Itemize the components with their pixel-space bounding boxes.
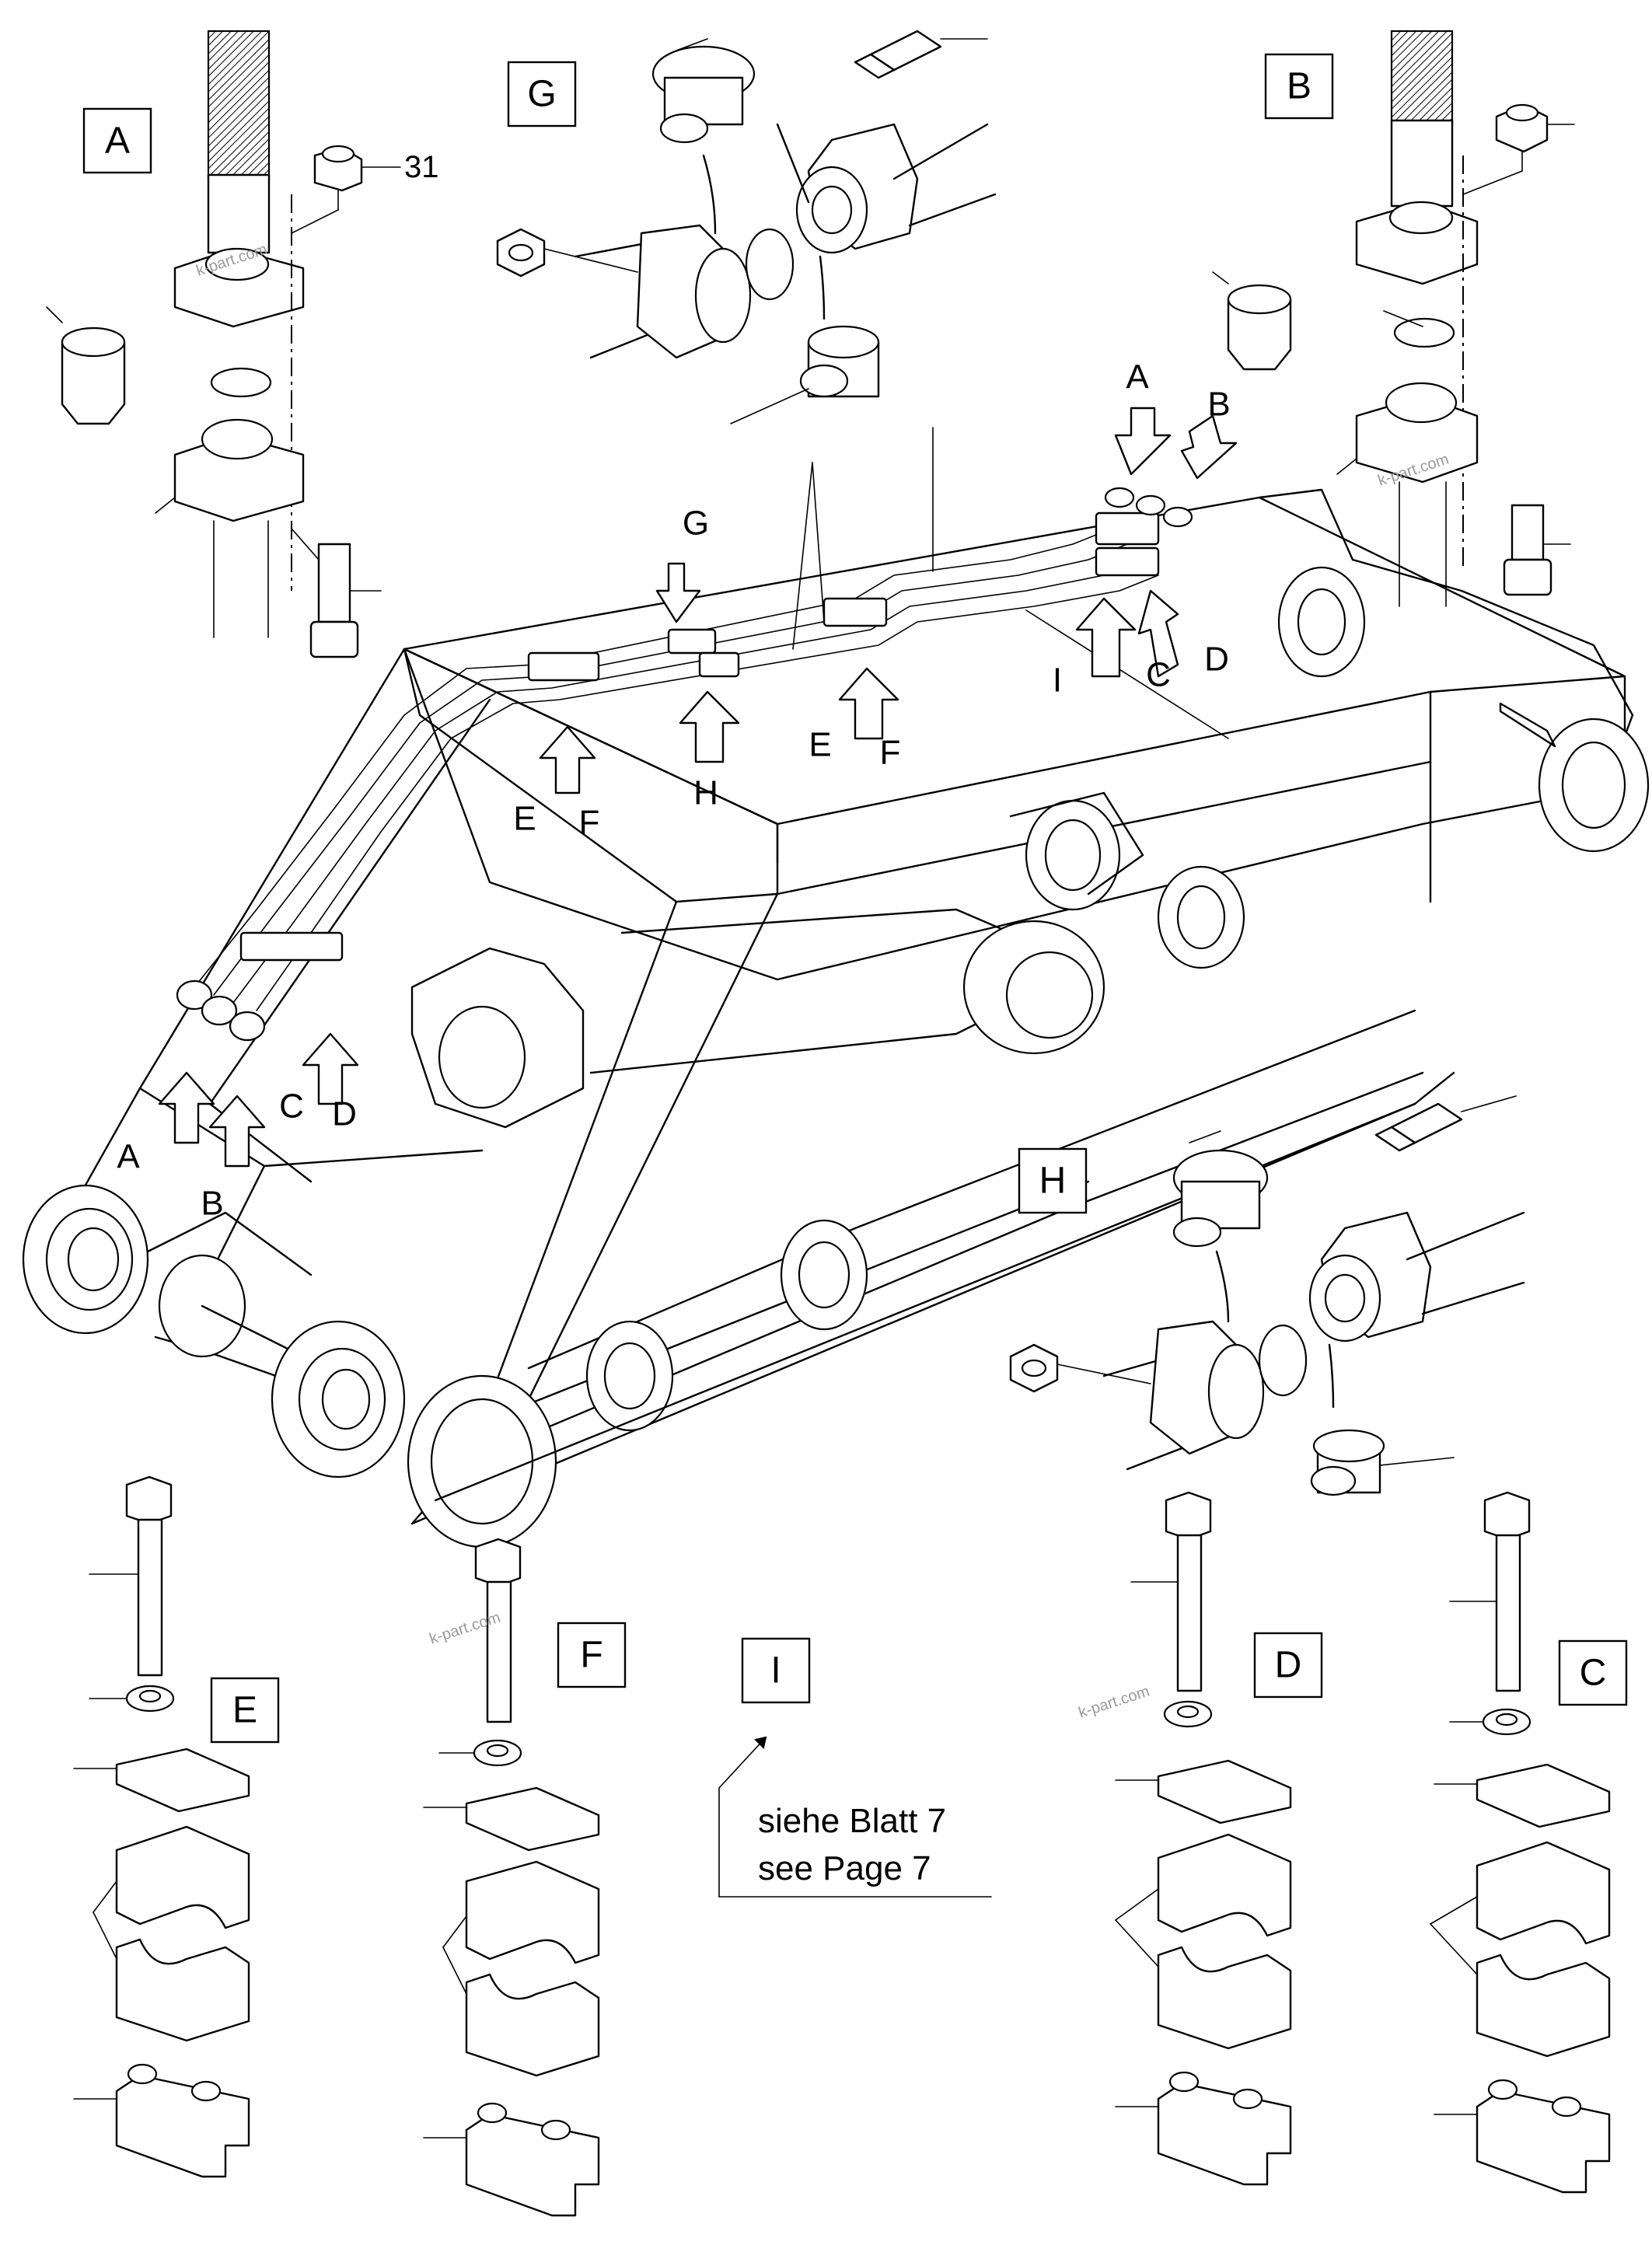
callout-h: H <box>693 774 718 812</box>
detail-i: I siehe Blatt 7 see Page 7 <box>718 1637 992 1898</box>
callout-e-mid: E <box>809 726 831 764</box>
callout-e-left: E <box>513 800 536 838</box>
excavator-boom <box>22 488 1650 1548</box>
watermarks: k-part.com k-part.com k-part.com k-part.… <box>194 241 1451 1722</box>
callout-f-left: F <box>579 804 600 842</box>
detail-a: A 31 <box>46 30 439 658</box>
detail-box-e: E <box>232 1690 257 1731</box>
callout-b-top: B <box>1207 386 1230 424</box>
detail-box-d: D <box>1275 1645 1302 1686</box>
detail-box-i: I <box>770 1650 781 1692</box>
callout-f-mid: F <box>880 734 901 772</box>
callout-c-bottom: C <box>279 1088 304 1126</box>
detail-box-h: H <box>1039 1161 1067 1202</box>
detail-g: G <box>496 30 997 424</box>
hose-lines <box>176 427 1229 1042</box>
detail-box-f: F <box>580 1635 602 1676</box>
detail-b: B <box>1212 30 1575 607</box>
callout-a-top: A <box>1126 358 1149 396</box>
detail-box-g: G <box>527 74 556 115</box>
detail-d: D <box>1115 1491 1323 2186</box>
part-number-31: 31 <box>404 150 439 184</box>
callout-labels: A B G I C D E F H E F A B C D <box>117 358 1230 1223</box>
callout-a-bottom: A <box>117 1138 140 1176</box>
callout-g: G <box>683 505 709 543</box>
watermark-4: k-part.com <box>1077 1683 1152 1722</box>
callout-c-right: C <box>1146 656 1171 694</box>
detail-box-c: C <box>1580 1653 1607 1694</box>
detail-h: H <box>1009 1095 1525 1496</box>
callout-arrows <box>158 407 1238 1168</box>
detail-box-a: A <box>105 120 130 162</box>
callout-d-right: D <box>1204 641 1229 679</box>
callout-i: I <box>1053 662 1062 700</box>
detail-e: E <box>73 1475 280 2178</box>
callout-b-bottom: B <box>201 1185 223 1223</box>
detail-c: C <box>1430 1491 1628 2194</box>
note-german: siehe Blatt 7 <box>758 1802 946 1840</box>
callout-d-bottom: D <box>332 1095 357 1133</box>
detail-box-b: B <box>1287 66 1311 107</box>
detail-f: F <box>423 1538 627 2217</box>
note-english: see Page 7 <box>758 1849 931 1887</box>
